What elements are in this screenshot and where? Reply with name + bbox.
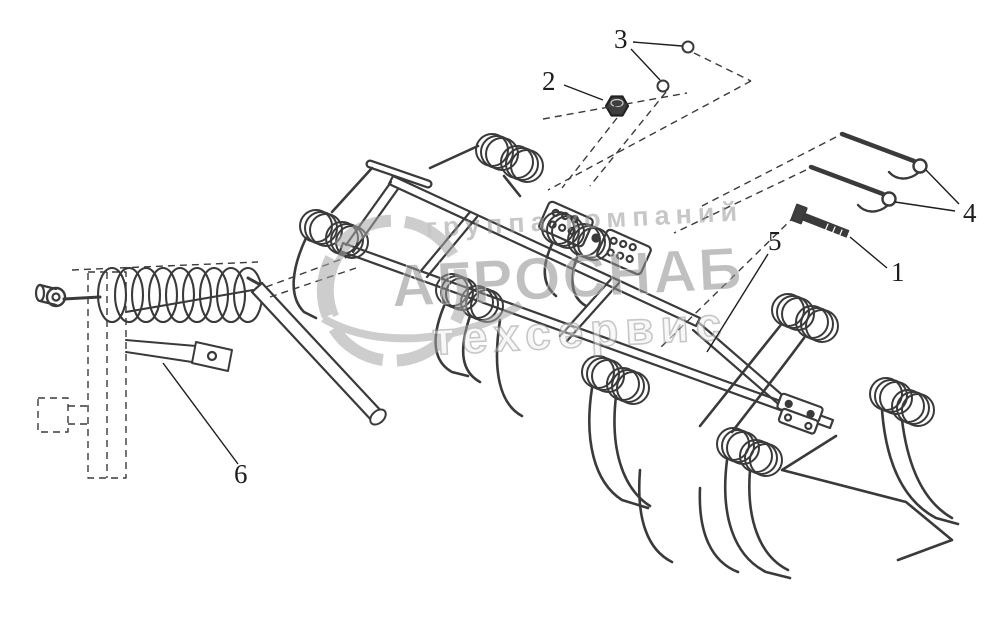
callout-6-label: 6 <box>234 459 248 489</box>
spring-pin-item-4b <box>808 164 897 213</box>
spring-damper-assembly <box>34 266 387 426</box>
callout-3-label: 3 <box>614 24 628 54</box>
callout-1-label: 1 <box>891 257 905 287</box>
clip-item-3a <box>681 40 695 54</box>
clip-item-3b <box>656 79 670 93</box>
coil-spring <box>96 266 264 324</box>
watermark-logo-ring <box>316 214 469 367</box>
callout-2-label: 2 <box>542 66 556 96</box>
bolt-item-1 <box>790 203 850 238</box>
callout-5-label: 5 <box>768 226 782 256</box>
callout-4-label: 4 <box>963 198 977 228</box>
spring-tines <box>292 144 960 580</box>
leader-lines <box>162 41 960 465</box>
spring-pin-item-4a <box>839 131 928 180</box>
callouts: 1 2 3 4 5 6 <box>162 24 977 489</box>
watermark: группа компаний АГРОСНАБ техсервис <box>316 196 746 367</box>
